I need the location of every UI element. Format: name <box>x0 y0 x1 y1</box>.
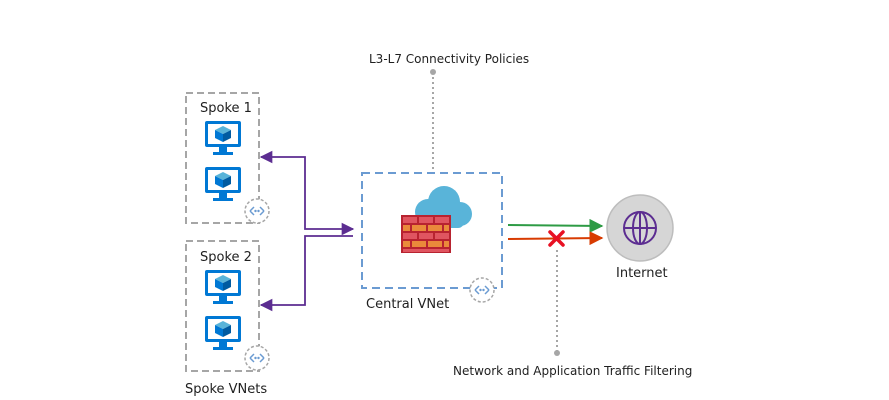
spoke2-vm-2-icon <box>205 316 241 350</box>
spoke2-link-arrow <box>259 235 353 312</box>
spoke2-peering-icon <box>244 345 270 371</box>
globe-icon <box>606 194 674 262</box>
allowed-traffic-arrow <box>507 218 604 233</box>
spoke2-label: Spoke 2 <box>200 250 252 265</box>
spoke2-box <box>185 240 260 372</box>
firewall-icon <box>401 215 451 253</box>
filtering-label: Network and Application Traffic Filterin… <box>453 364 693 378</box>
policies-connector-dot <box>430 69 436 75</box>
central-vnet-box <box>361 172 503 289</box>
spoke1-box <box>185 92 260 224</box>
spoke1-link-arrow <box>259 150 355 236</box>
blocked-x-icon <box>548 230 565 247</box>
internet-label: Internet <box>616 266 668 281</box>
central-vnet-label: Central VNet <box>366 297 450 312</box>
spoke1-label: Spoke 1 <box>200 101 252 116</box>
spoke1-peering-icon <box>244 198 270 224</box>
spoke1-vm-1-icon <box>205 121 241 155</box>
spoke1-vm-2-icon <box>205 167 241 201</box>
policies-label: L3-L7 Connectivity Policies <box>369 52 530 66</box>
spoke-vnets-label: Spoke VNets <box>185 382 268 397</box>
filtering-connector-dot <box>554 350 560 356</box>
spoke2-vm-1-icon <box>205 270 241 304</box>
central-peering-icon <box>469 277 495 303</box>
